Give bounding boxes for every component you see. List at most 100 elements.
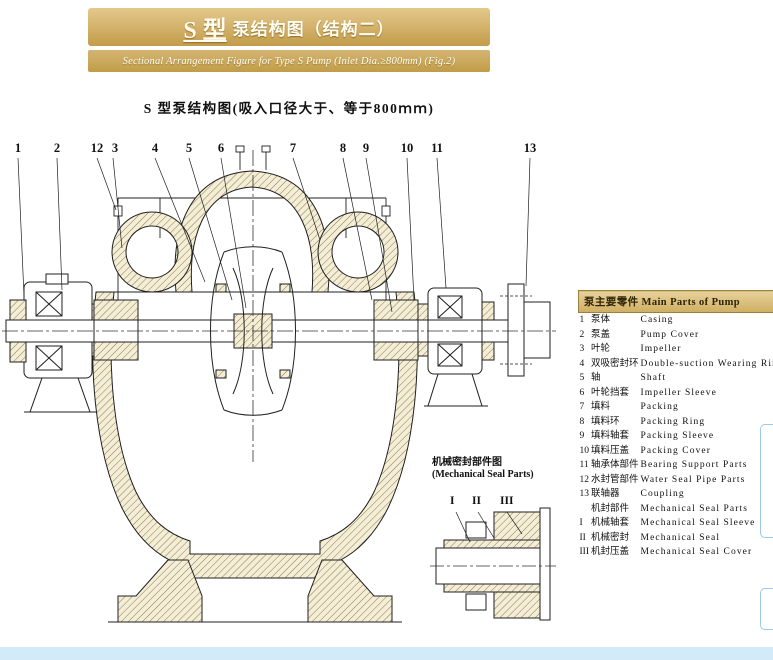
figure-caption: S 型泵结构图(吸入口径大于、等于800ｍｍ) [143,101,435,116]
parts-table-row: 9 填料轴套 Packing Sleeve [579,429,773,444]
callout-2: 2 [53,141,61,155]
part-name-cn: 机械密封 [591,532,630,543]
inset-callout-I: I [450,495,455,507]
part-name-cn: 填料 [591,402,611,412]
suction-lobe-left [111,211,193,293]
foot-left [117,559,203,623]
part-number: 12 [579,474,590,485]
part-name-cn: 泵体 [591,315,611,325]
part-name-en: Mechanical Seal Cover [640,547,753,557]
part-name-cn: 水封管部件 [591,474,639,485]
part-number: 11 [579,460,589,470]
part-name-cn: 轴 [591,373,601,383]
parts-table-row: 3 叶轮 Impeller [579,342,773,357]
inset-label-cn: 机械密封部件图 [432,457,502,468]
parts-table-row: 2 泵盖 Pump Cover [579,328,773,343]
bottom-bar [0,647,773,660]
suction-lobe-right [317,211,399,293]
wearing-ring [279,369,291,379]
part-name-en: Impeller [640,344,682,354]
part-number: III [579,547,590,557]
parts-table-row: 13 联轴器 Coupling [579,487,773,502]
part-name-en: Packing [640,402,679,412]
part-name-en: Packing Cover [640,445,712,456]
part-number: 1 [579,315,585,325]
inset-label-en: (Mechanical Seal Parts) [432,469,534,480]
callout-leader-lines [17,157,531,313]
callout-4: 4 [151,141,159,155]
seal-parts-table-row: I 机械轴套 Mechanical Seal Sleeve [579,516,773,531]
parts-table-row: 4 双吸密封环 Double-suction Wearing Ring [579,357,773,372]
bearing-assembly-right [424,287,495,407]
bearing-assembly-left [9,273,96,413]
part-name-cn: 叶轮 [591,344,611,354]
part-number: 9 [579,431,585,441]
part-name-cn: 轴承体部件 [591,460,639,470]
part-name-cn: 填料压盖 [591,445,630,456]
part-number: 5 [579,373,585,383]
parts-table-body: 1 泵体 Casing 2 泵盖 Pump Cover 3 叶轮 Impelle… [579,313,773,502]
parts-table-row: 1 泵体 Casing [579,313,773,328]
part-name-en: Packing Ring [640,416,706,427]
part-name-en: Coupling [640,489,685,499]
banner-title-rest: 泵结构图（结构二） [232,19,395,39]
part-name-cn: 填料轴套 [591,431,630,441]
part-name-cn: 机封压盖 [591,547,630,557]
callout-9: 9 [362,141,370,155]
banner-title: S 型 泵结构图（结构二） [88,8,490,46]
parts-table-header: 泵主要零件 Main Parts of Pump [577,290,773,313]
callout-5: 5 [185,141,193,155]
seal-parts-table-row: III 机封压盖 Mechanical Seal Cover [579,545,773,560]
wearing-ring [215,369,227,379]
callout-6: 6 [217,141,225,155]
part-name-en: Double-suction Wearing Ring [640,358,773,369]
parts-table: 泵主要零件 Main Parts of Pump 1 泵体 Casing 2 泵… [577,290,773,560]
part-name-cn: 双吸密封环 [591,358,639,369]
callout-12: 12 [90,141,104,155]
seal-parts-table-row: 机封部件 Mechanical Seal Parts [579,502,773,517]
part-number: I [579,518,583,528]
banner-subtitle: Sectional Arrangement Figure for Type S … [88,50,490,72]
part-name-en: Mechanical Seal [640,532,721,543]
parts-table-row: 10 填料压盖 Packing Cover [579,444,773,459]
parts-table-row: 8 填料环 Packing Ring [579,415,773,430]
callout-7: 7 [289,141,297,155]
part-number: 6 [579,387,585,398]
parts-table-row: 7 填料 Packing [579,400,773,415]
callout-11: 11 [431,141,443,155]
part-name-cn: 机械轴套 [591,518,630,528]
part-name-en: Shaft [640,373,667,383]
wearing-ring [279,283,291,293]
callout-1: 1 [14,141,22,155]
parts-table-row: 5 轴 Shaft [579,371,773,386]
part-name-en: Water Seal Pipe Parts [640,474,746,485]
floating-side-tab-1[interactable] [760,424,773,538]
floating-side-tab-2[interactable] [760,588,773,630]
inset-callout-III: III [500,495,514,507]
pump-sectional-drawing [2,145,556,623]
part-number: 2 [579,329,585,340]
inset-label: 机械密封部件图 (Mechanical Seal Parts) [432,457,534,481]
foot-right [307,559,393,623]
wearing-ring [215,283,227,293]
seal-parts-table-body: 机封部件 Mechanical Seal Parts I 机械轴套 Mechan… [579,502,773,560]
part-number: 13 [579,489,590,499]
banner-title-prefix: S 型 [183,17,227,44]
mechanical-seal-inset-drawing [430,507,556,621]
part-number: 10 [579,445,590,456]
part-number: 8 [579,416,585,427]
part-name-en: Pump Cover [640,329,700,340]
part-name-en: Impeller Sleeve [640,387,717,398]
callout-8: 8 [339,141,347,155]
part-name-cn: 泵盖 [591,329,611,340]
callout-10: 10 [400,141,414,155]
coupling [500,283,551,377]
part-name-cn: 联轴器 [591,489,620,499]
parts-table-row: 12 水封管部件 Water Seal Pipe Parts [579,473,773,488]
part-name-cn: 机封部件 [591,503,630,514]
part-name-en: Mechanical Seal Parts [640,503,749,514]
part-name-en: Casing [640,315,674,325]
part-number: 7 [579,402,585,412]
